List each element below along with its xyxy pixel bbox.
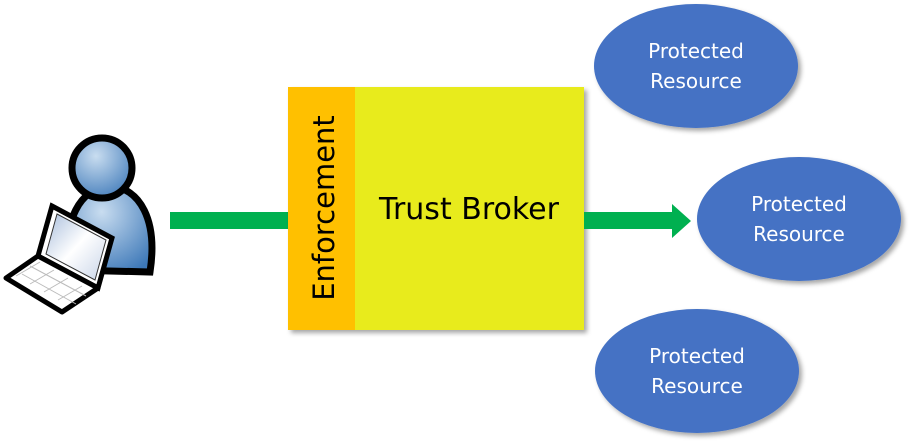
resource-label-line2: Resource [753,222,845,246]
enforcement-label: Enforcement [307,115,341,301]
incoming-connector [170,212,290,229]
trust-broker-box [288,87,584,330]
protected-resource-3: Protected Resource [595,309,799,433]
resource-label-line1: Protected [751,192,847,216]
protected-resource-1: Protected Resource [594,4,798,128]
outgoing-arrow [584,204,691,238]
resource-label-line2: Resource [651,374,743,398]
trust-broker-label: Trust Broker [378,192,560,227]
enforcement-bar [288,87,355,330]
resource-label-line1: Protected [648,39,744,63]
protected-resource-2: Protected Resource [697,157,901,281]
resource-label-line2: Resource [650,69,742,93]
resource-label-line1: Protected [649,344,745,368]
user-with-laptop-icon [3,134,156,315]
